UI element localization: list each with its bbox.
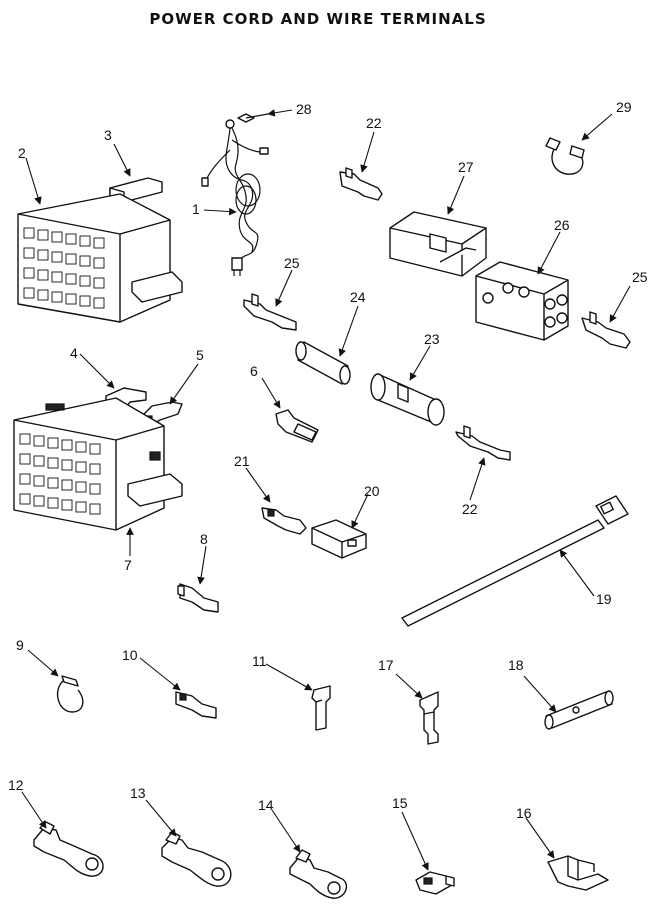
callout-19: 19	[596, 591, 612, 607]
part-7-connector-block	[13, 397, 183, 556]
callout-12: 12	[8, 777, 24, 793]
callout-3: 3	[104, 127, 112, 143]
part-25-terminal-right	[581, 285, 631, 349]
part-19-cable-tie	[401, 495, 629, 627]
callout-4: 4	[70, 345, 78, 361]
part-23-insulator	[370, 345, 445, 426]
part-6-female-terminal	[261, 377, 319, 443]
part-10-terminal	[139, 657, 217, 719]
part-13-ring-terminal	[145, 799, 232, 887]
part-22-terminal-bottom	[455, 425, 511, 501]
callout-23: 23	[424, 331, 440, 347]
part-26-six-pin-connector	[475, 231, 569, 341]
callout-26: 26	[554, 217, 570, 233]
callout-14: 14	[258, 797, 274, 813]
part-24-sleeve	[295, 305, 359, 385]
callout-10: 10	[122, 647, 138, 663]
part-7-cell-grid	[19, 433, 101, 515]
part-28-screw	[237, 109, 293, 123]
callout-28: 28	[296, 101, 312, 117]
callout-7: 7	[124, 557, 132, 573]
callout-5: 5	[196, 347, 204, 363]
part-20-housing	[311, 493, 369, 559]
part-18-butt-connector	[523, 675, 614, 730]
part-27-housing	[389, 175, 487, 277]
callout-21: 21	[234, 453, 250, 469]
callout-27: 27	[458, 159, 474, 175]
callout-22a: 22	[366, 115, 382, 131]
part-14-ring-terminal	[271, 809, 348, 899]
callout-18: 18	[508, 657, 524, 673]
part-2-cell-grid	[23, 227, 105, 309]
callout-25b: 25	[632, 269, 648, 285]
callout-22b: 22	[462, 501, 478, 517]
part-11-bracket	[265, 663, 331, 731]
part-12-ring-terminal	[21, 791, 104, 877]
part-2-connector-block	[17, 157, 183, 323]
part-29-clamp	[545, 113, 613, 175]
callout-24: 24	[350, 289, 366, 305]
callout-13: 13	[130, 785, 146, 801]
callout-9: 9	[16, 637, 24, 653]
callout-25a: 25	[284, 255, 300, 271]
callout-6: 6	[250, 363, 258, 379]
part-1-power-cord	[201, 119, 269, 276]
part-16-bracket	[525, 817, 609, 891]
callout-1: 1	[192, 201, 200, 217]
part-25-terminal-left	[243, 269, 297, 331]
callout-8: 8	[200, 531, 208, 547]
diagram-title: POWER CORD AND WIRE TERMINALS	[149, 10, 486, 28]
part-17-bracket	[395, 673, 439, 745]
part-15-small-connector	[401, 811, 455, 895]
callout-29: 29	[616, 99, 632, 115]
part-3-connector	[109, 143, 163, 203]
part-8-terminal	[177, 545, 219, 613]
part-22-terminal-top	[339, 131, 383, 201]
callout-15: 15	[392, 795, 408, 811]
part-21-terminal	[245, 467, 307, 535]
callout-16: 16	[516, 805, 532, 821]
callout-2: 2	[18, 145, 26, 161]
callout-11: 11	[252, 653, 267, 669]
part-5-terminal	[141, 363, 199, 427]
callout-20: 20	[364, 483, 380, 499]
part-9-wire-clip	[27, 649, 84, 713]
callout-17: 17	[378, 657, 394, 673]
